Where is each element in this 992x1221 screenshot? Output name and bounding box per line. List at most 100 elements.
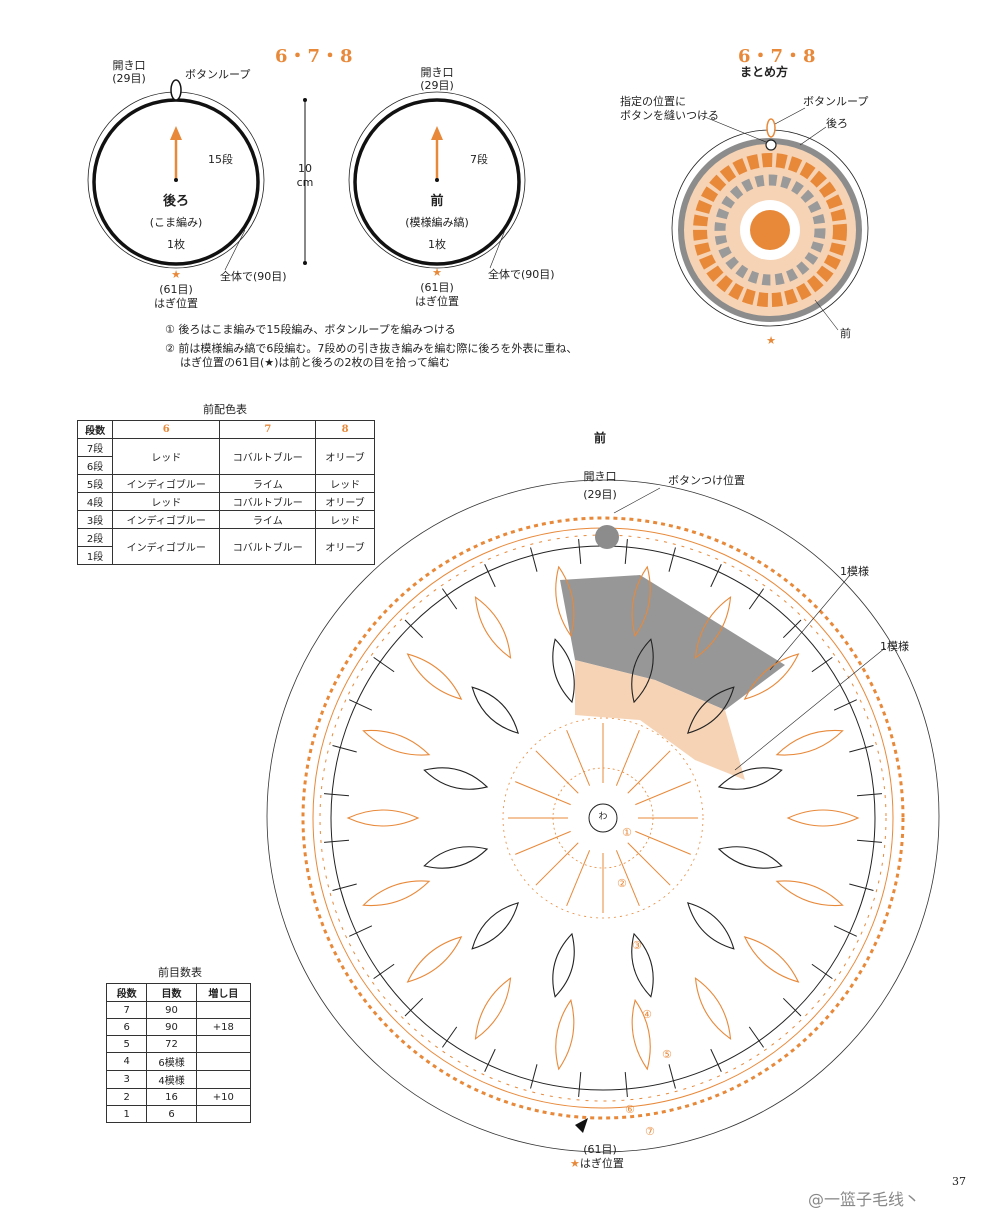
round-label-2: ② — [617, 877, 627, 890]
color-row-label: 1段 — [76, 546, 114, 565]
color-cell: レッド — [112, 492, 221, 511]
round-5-spoke — [332, 745, 357, 753]
color-row-label: 5段 — [76, 474, 114, 493]
page-number: 37 — [952, 1175, 966, 1188]
round-1-spoke — [635, 830, 691, 855]
stitch-row: 4 — [105, 1052, 148, 1071]
assembly-ring-gray — [714, 174, 826, 286]
chart-join-star: ★ — [570, 1157, 580, 1170]
round-3-petal — [423, 846, 489, 869]
front-arrow-head — [431, 126, 443, 140]
back-title: 後ろ — [162, 194, 189, 209]
color-cell: インディゴブルー — [112, 528, 221, 565]
color-cell: インディゴブルー — [112, 474, 221, 493]
round-5-spoke — [624, 1071, 628, 1097]
stitch-inc — [195, 1001, 252, 1019]
color-cell: オリーブ — [315, 528, 375, 565]
round-4-petal — [346, 809, 420, 827]
round-5-spoke — [332, 883, 357, 891]
round-label-3: ③ — [632, 939, 642, 952]
color-row-label: 4段 — [76, 492, 114, 511]
motif-gray-wedge — [560, 575, 785, 710]
round-5-spoke — [624, 539, 628, 565]
join-arrow — [575, 1118, 588, 1133]
round-5-spoke — [782, 619, 802, 639]
round-5-spoke — [668, 1064, 676, 1089]
round-5-spoke — [668, 547, 676, 572]
round-4-petal — [474, 977, 512, 1040]
front-circle — [353, 98, 521, 266]
round-4-petal — [406, 653, 463, 700]
round-5-spoke — [404, 997, 424, 1017]
chart-join-row: ★はぎ位置 — [570, 1157, 624, 1170]
round-5-spoke — [856, 839, 882, 843]
stitch-inc: +10 — [195, 1088, 252, 1106]
round-1-spoke — [566, 850, 591, 906]
round-4-petal — [786, 809, 860, 827]
assembly-button-loop-label: ボタンループ — [803, 95, 869, 108]
front-total-leader — [489, 229, 506, 269]
round-5-spoke — [373, 963, 395, 980]
color-row-label: 6段 — [76, 456, 114, 475]
button-pos-label-2: ボタンを縫いつける — [620, 109, 719, 122]
round-4-petal — [362, 880, 431, 907]
round-5-spoke — [530, 547, 538, 572]
chart-motif-label-1: 1模様 — [840, 565, 869, 578]
front-center-dot — [435, 178, 439, 182]
color-cell: オリーブ — [315, 438, 375, 475]
assembly-ring-orange — [693, 153, 847, 307]
round-5-spoke — [373, 656, 395, 673]
front-join-count: (61目) — [420, 281, 454, 294]
back-join-count: (61目) — [159, 283, 193, 296]
round-4-petal — [555, 565, 575, 638]
color-th-6: 6 — [112, 420, 221, 439]
chart-title: 前 — [593, 431, 606, 445]
round-5-spoke — [441, 588, 458, 610]
round-5-spoke — [324, 839, 350, 843]
round-3-petal — [423, 767, 489, 790]
stitch-count: 90 — [146, 1001, 197, 1019]
round-label-6: ⑥ — [625, 1103, 635, 1116]
round-1-spoke — [535, 842, 579, 886]
button-pos-label-1: 指定の位置に — [620, 95, 686, 108]
stitch-inc: +18 — [195, 1018, 252, 1036]
round-1-spoke — [615, 730, 640, 786]
left-section-title: 6・7・8 — [275, 46, 354, 67]
round-1-spoke — [566, 730, 591, 786]
back-button-loop-label: ボタンループ — [185, 68, 251, 81]
size-value: 10 — [298, 162, 312, 175]
chart-join-label: はぎ位置 — [579, 1157, 624, 1170]
color-row-label: 2段 — [76, 528, 114, 547]
assembly-front-leader — [814, 299, 839, 331]
stitch-row: 6 — [105, 1018, 148, 1036]
chart-motif-label-2: 1模様 — [880, 640, 909, 653]
stitch-count: 90 — [146, 1018, 197, 1036]
button-pos-leader — [613, 487, 661, 514]
round-3-petal — [552, 932, 575, 998]
round-label-7: ⑦ — [645, 1125, 655, 1138]
round-1-spoke — [515, 830, 571, 855]
round-5-spoke — [404, 619, 424, 639]
round-1-spoke — [635, 781, 691, 806]
round-5-spoke — [856, 793, 882, 797]
assembly-back-leader — [799, 126, 827, 146]
round-4-petal — [631, 998, 651, 1071]
color-row-label: 3段 — [76, 510, 114, 529]
chart-button-marker — [595, 525, 619, 549]
round-4-petal — [406, 936, 463, 983]
size-unit: cm — [296, 176, 314, 189]
stitch-count: 16 — [146, 1088, 197, 1106]
note-1: ① 後ろはこま編みで15段編み、ボタンループを編みつける — [165, 323, 456, 336]
motif-leader-2 — [734, 647, 886, 771]
back-opening-count: (29目) — [112, 72, 146, 85]
round-3-petal — [717, 846, 783, 869]
color-cell: ライム — [219, 474, 317, 493]
motif-leader-1 — [769, 574, 851, 671]
back-join-star: ★ — [171, 268, 181, 281]
stitch-row: 1 — [105, 1105, 148, 1123]
stitch-row: 7 — [105, 1001, 148, 1019]
round-5-spoke — [349, 925, 373, 937]
stitch-inc — [195, 1070, 252, 1089]
